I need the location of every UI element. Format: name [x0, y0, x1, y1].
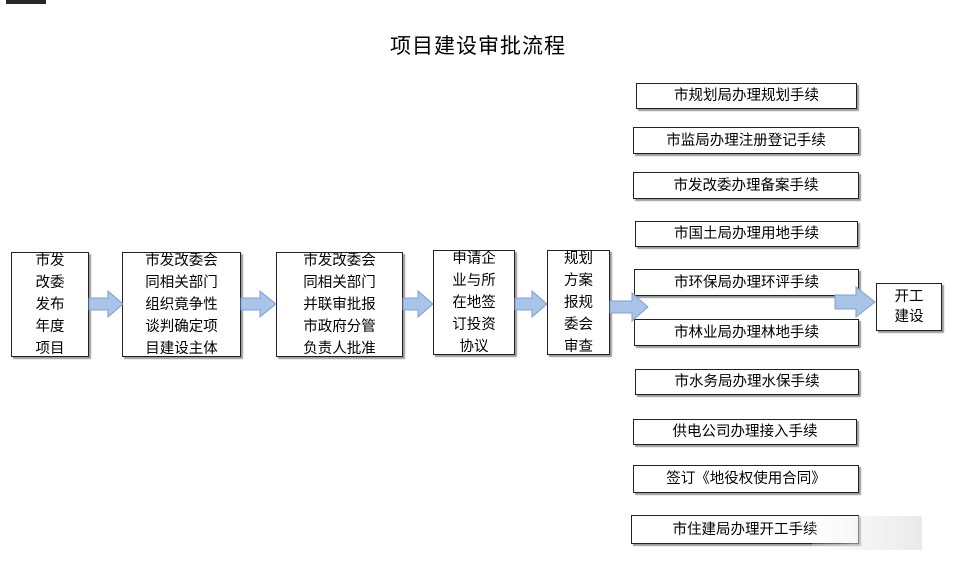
procedure-label-4: 市国土局办理用地手续: [674, 226, 819, 242]
arrow-step1-to-step2: [88, 289, 124, 319]
step-box-5: 规划 方案 报规 委会 审查: [547, 250, 610, 355]
procedure-box-8: 供电公司办理接入手续: [633, 419, 857, 445]
procedure-label-8: 供电公司办理接入手续: [672, 424, 818, 440]
procedure-label-5: 市环保局办理环评手续: [674, 274, 819, 291]
procedure-label-9: 签订《地役权使用合同》: [666, 471, 826, 487]
procedure-label-2: 市监局办理注册登记手续: [666, 132, 826, 149]
step-box-3: 市发改委会 同相关部门 并联审批报 市政府分管 负责人批准: [276, 252, 403, 357]
procedure-box-3: 市发改委办理备案手续: [633, 172, 859, 199]
step-box-1: 市发 改委 发布 年度 项目: [11, 252, 89, 357]
procedure-box-1: 市规划局办理规划手续: [636, 83, 857, 109]
page-title: 项目建设审批流程: [390, 34, 566, 58]
arrow-step2-to-step3: [240, 289, 277, 319]
arrow-step5-to-procedures: [609, 291, 649, 323]
step-label-4: 申请企 业与所 在地签 订投资 协议: [452, 250, 496, 355]
final-step-label: 开工 建设: [894, 289, 924, 325]
step-label-1: 市发 改委 发布 年度 项目: [35, 252, 65, 357]
arrow-step4-to-step5: [514, 289, 548, 319]
arrow-procedures-to-final: [834, 285, 876, 319]
step-box-2: 市发改委会 同相关部门 组织竟争性 谈判确定项 目建设主体: [122, 252, 241, 357]
procedure-label-7: 市水务局办理水保手续: [674, 374, 820, 390]
procedure-label-6: 市林业局办理林地手续: [674, 324, 819, 341]
step-label-3: 市发改委会 同相关部门 并联审批报 市政府分管 负责人批准: [303, 252, 376, 357]
step-label-2: 市发改委会 同相关部门 组织竟争性 谈判确定项 目建设主体: [145, 252, 218, 357]
procedure-label-10: 市住建局办理开工手续: [672, 521, 818, 538]
procedure-box-2: 市监局办理注册登记手续: [633, 127, 859, 154]
procedure-box-6: 市林业局办理林地手续: [634, 319, 859, 346]
procedure-box-4: 市国土局办理用地手续: [635, 221, 858, 247]
procedure-box-7: 市水务局办理水保手续: [635, 369, 859, 395]
step-label-5: 规划 方案 报规 委会 审查: [564, 250, 593, 355]
final-step-box: 开工 建设: [876, 283, 942, 331]
watermark: [812, 516, 922, 550]
procedure-label-1: 市规划局办理规划手续: [674, 88, 819, 104]
procedure-box-9: 签订《地役权使用合同》: [633, 465, 859, 493]
arrow-step3-to-step4: [402, 289, 434, 319]
procedure-box-5: 市环保局办理环评手续: [634, 269, 859, 296]
corner-mark: [6, 0, 46, 4]
procedure-label-3: 市发改委办理备案手续: [673, 177, 819, 194]
